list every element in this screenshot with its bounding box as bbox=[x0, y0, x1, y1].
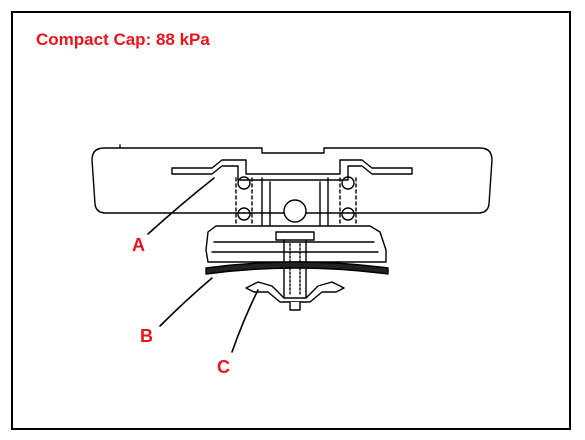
upper-plate bbox=[171, 159, 413, 181]
vacuum-valve bbox=[245, 281, 345, 303]
gasket-housing bbox=[205, 225, 387, 263]
valve-plunger bbox=[275, 231, 315, 241]
pivot-rivet bbox=[283, 199, 307, 223]
figure-title: Compact Cap: 88 kPa bbox=[36, 30, 210, 49]
label-b: B bbox=[140, 326, 153, 346]
leader-a bbox=[147, 177, 215, 235]
lower-seal bbox=[205, 261, 389, 275]
label-a: A bbox=[132, 235, 145, 255]
leader-c bbox=[231, 289, 259, 353]
valve-tip bbox=[289, 301, 301, 311]
label-c: C bbox=[217, 357, 230, 377]
leader-b bbox=[159, 277, 213, 327]
